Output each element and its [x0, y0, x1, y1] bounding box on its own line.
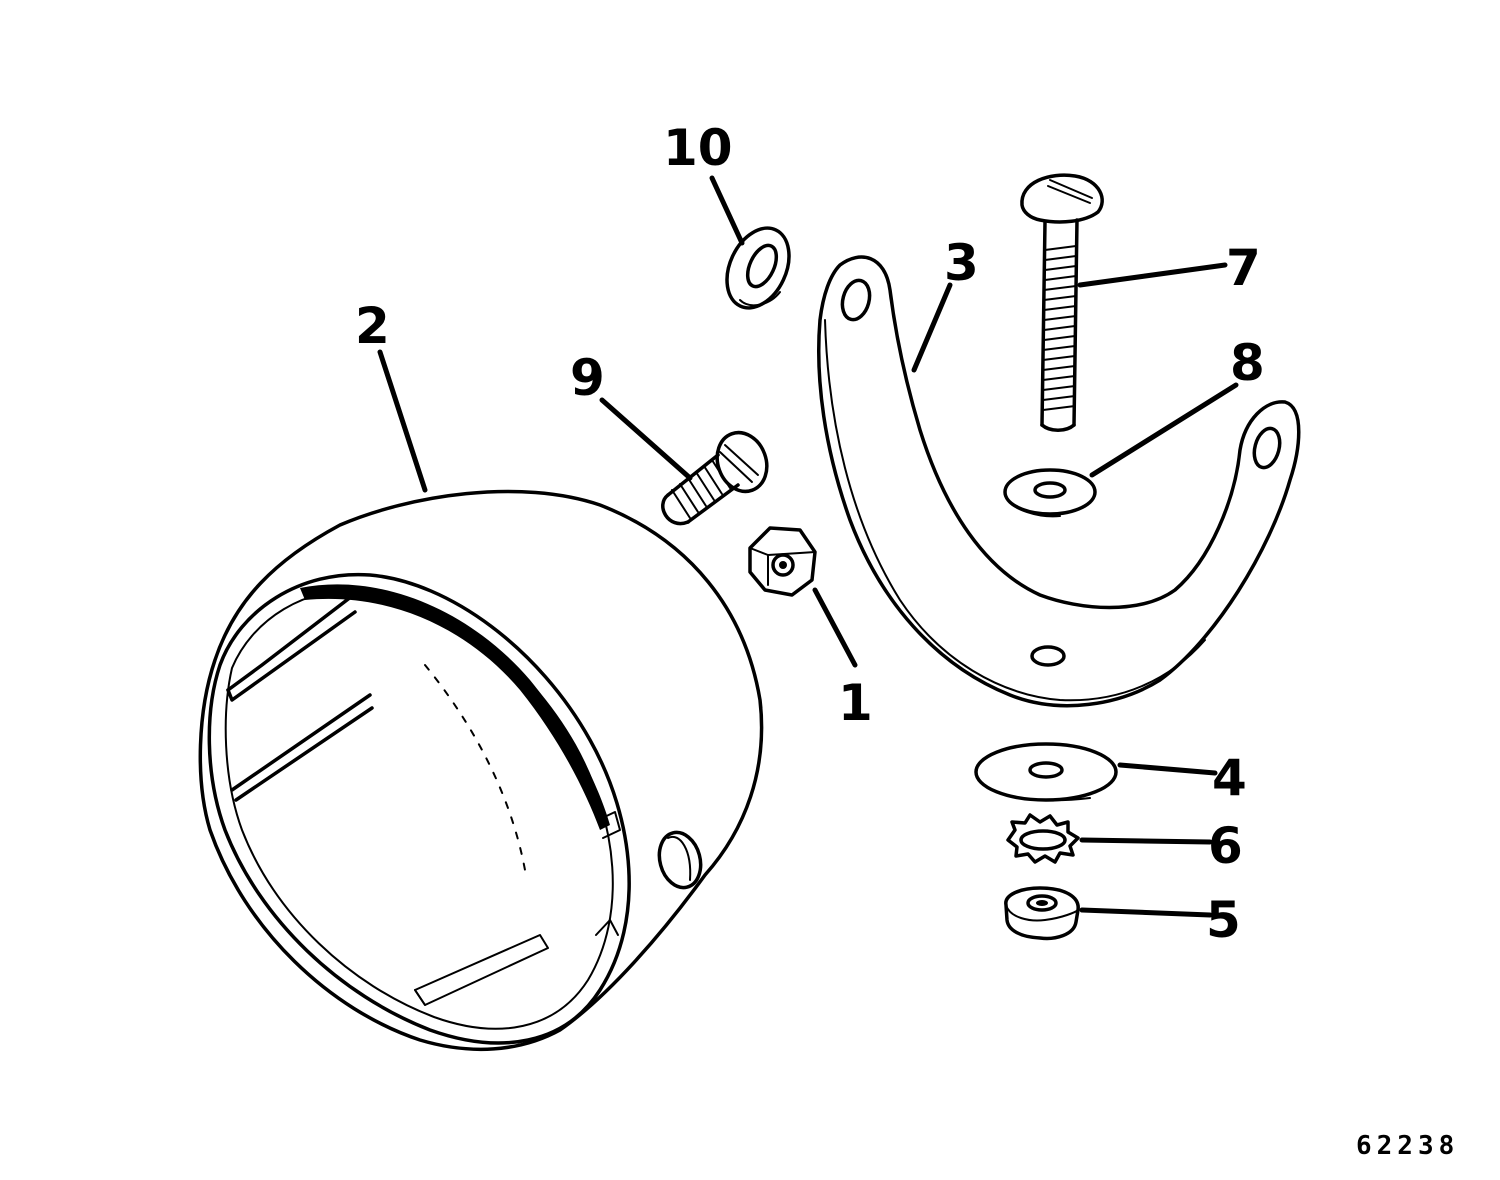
- part-7-bolt: [1020, 173, 1104, 432]
- part-9-screw: [661, 430, 769, 526]
- part-10-lock-washer: [725, 226, 791, 310]
- callout-2: 2: [355, 297, 390, 355]
- callout-4: 4: [1212, 749, 1247, 807]
- callout-1: 1: [838, 674, 873, 732]
- part-2-housing: [198, 489, 764, 1052]
- callout-9: 9: [570, 349, 605, 407]
- screw-threads: [671, 459, 731, 519]
- part-5-nut: [1004, 886, 1080, 941]
- part-8-washer: [1003, 468, 1097, 518]
- callout-labels: 1 2 3 4 5 6 7 8 9 10: [355, 119, 1265, 949]
- callout-10: 10: [663, 119, 733, 177]
- part-6-star-washer: [1006, 813, 1080, 864]
- leader-lines: [377, 175, 1239, 918]
- callout-7: 7: [1226, 239, 1261, 297]
- callout-5: 5: [1206, 891, 1241, 949]
- callout-6: 6: [1208, 817, 1243, 875]
- callout-8: 8: [1230, 334, 1265, 392]
- callout-3: 3: [944, 234, 979, 292]
- part-1-hex-nut: [748, 526, 817, 597]
- figure-number: 62238: [1356, 1131, 1459, 1161]
- bolt-threads: [1042, 245, 1077, 411]
- part-4-flat-washer: [974, 742, 1118, 802]
- part-3-bracket: [817, 255, 1301, 708]
